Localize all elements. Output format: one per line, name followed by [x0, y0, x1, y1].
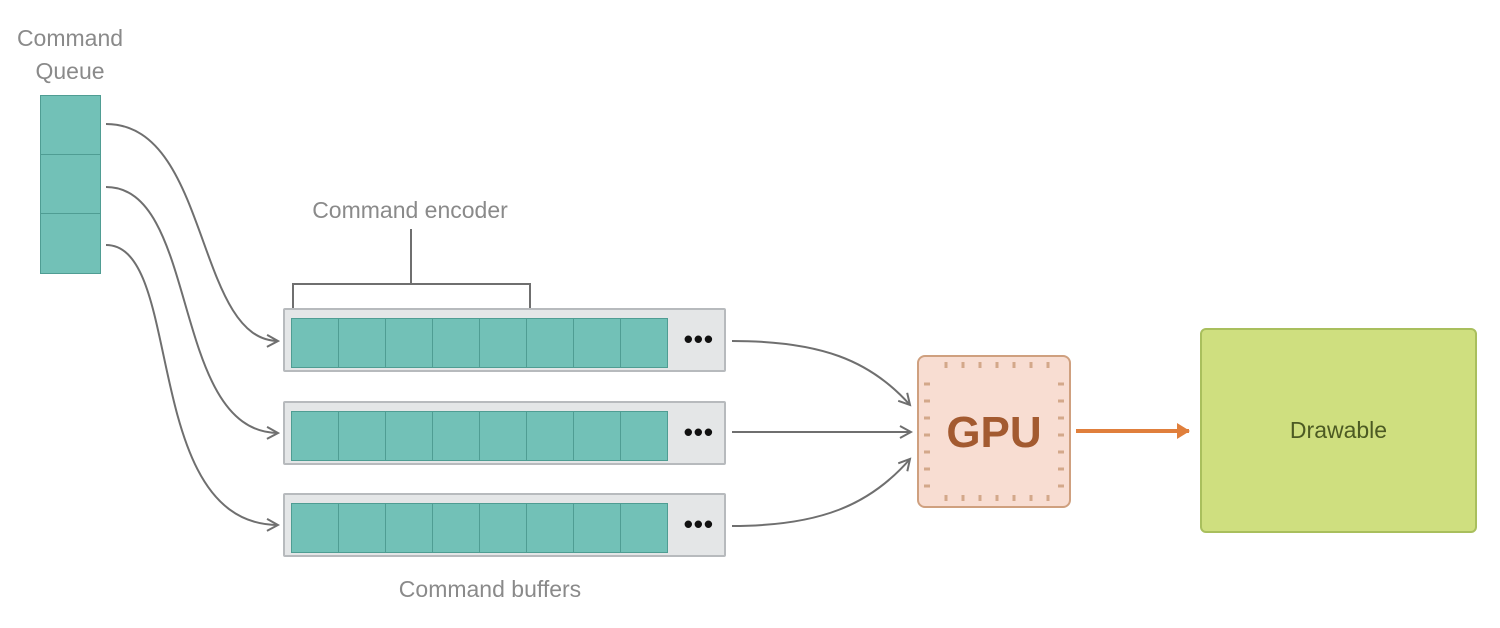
command-cell — [621, 504, 667, 552]
buffer-3-to-gpu-arrow — [731, 459, 910, 527]
command-cell — [386, 504, 433, 552]
gpu-label: GPU — [946, 408, 1042, 457]
command-buffer-1: ••• — [283, 308, 726, 372]
command-cell — [527, 412, 574, 460]
ellipsis-icon: ••• — [683, 324, 714, 354]
command-cell — [574, 319, 621, 367]
command-queue-label-line2: Queue — [35, 58, 105, 84]
command-cell — [339, 412, 386, 460]
command-cell — [480, 504, 527, 552]
command-cell — [433, 504, 480, 552]
command-cell — [621, 412, 667, 460]
drawable-box: Drawable — [1200, 328, 1477, 533]
command-cell — [386, 319, 433, 367]
command-queue-slot-2 — [40, 154, 101, 215]
command-buffers-label: Command buffers — [398, 576, 582, 602]
queue-to-buffer-3-arrow — [105, 244, 278, 525]
command-buffer-cells — [291, 411, 668, 461]
command-cell — [574, 412, 621, 460]
command-cell — [292, 412, 339, 460]
command-cell — [386, 412, 433, 460]
command-cell — [292, 504, 339, 552]
command-queue-slot-3 — [40, 213, 101, 274]
command-buffer-3: ••• — [283, 493, 726, 557]
gpu-chip-pins-icon — [924, 362, 1064, 501]
command-cell — [292, 319, 339, 367]
command-cell — [480, 319, 527, 367]
command-cell — [574, 504, 621, 552]
queue-to-buffer-2-arrow — [105, 186, 278, 433]
command-encoder-label: Command encoder — [312, 197, 508, 223]
command-queue — [40, 95, 101, 274]
command-buffer-cells — [291, 318, 668, 368]
queue-to-buffer-1-arrow — [105, 123, 278, 341]
encoder-bracket — [292, 283, 531, 310]
ellipsis-icon: ••• — [683, 417, 714, 447]
command-cell — [433, 412, 480, 460]
command-queue-label: Command Queue — [4, 22, 136, 88]
command-buffer-2: ••• — [283, 401, 726, 465]
gpu-chip: GPU — [917, 355, 1071, 508]
ellipsis-icon: ••• — [683, 509, 714, 539]
command-queue-slot-1 — [40, 95, 101, 156]
command-queue-label-line1: Command — [16, 25, 124, 51]
buffer-1-to-gpu-arrow — [731, 340, 910, 405]
command-buffer-cells — [291, 503, 668, 553]
command-cell — [339, 504, 386, 552]
command-cell — [621, 319, 667, 367]
command-cell — [527, 319, 574, 367]
command-cell — [480, 412, 527, 460]
drawable-label: Drawable — [1289, 417, 1388, 443]
command-cell — [527, 504, 574, 552]
command-cell — [433, 319, 480, 367]
command-cell — [339, 319, 386, 367]
